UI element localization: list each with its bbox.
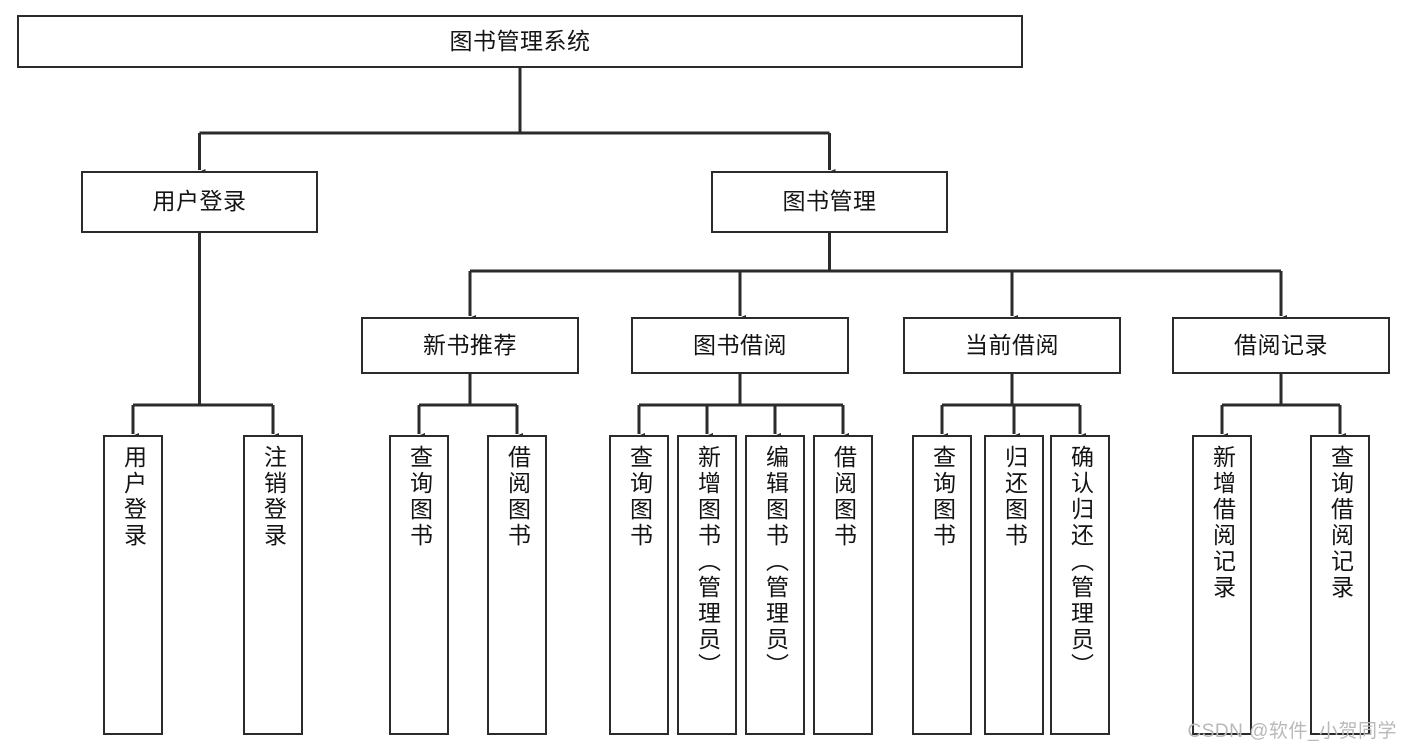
node-label: 新书推荐 [423, 331, 517, 358]
node-l1-login[interactable]: 用户登录 [81, 171, 318, 233]
node-l3-c1[interactable]: 查询图书 [609, 435, 669, 735]
node-l3-c3[interactable]: 编辑图书（管理员） [745, 435, 805, 735]
node-l3-b2[interactable]: 借阅图书 [487, 435, 547, 735]
node-label: 借阅图书 [830, 445, 857, 549]
node-label: 借阅记录 [1234, 331, 1328, 358]
node-l3-d1[interactable]: 查询图书 [912, 435, 972, 735]
node-l3-a1[interactable]: 用户登录 [103, 435, 163, 735]
node-l2-newbook[interactable]: 新书推荐 [361, 317, 579, 374]
node-l2-current[interactable]: 当前借阅 [903, 317, 1121, 374]
node-l1-bookmgmt[interactable]: 图书管理 [711, 171, 948, 233]
node-label: 图书借阅 [693, 331, 787, 358]
node-label: 新增借阅记录 [1209, 445, 1236, 601]
node-label: 用户登录 [120, 445, 147, 549]
node-l3-b1[interactable]: 查询图书 [389, 435, 449, 735]
node-l2-borrow[interactable]: 图书借阅 [631, 317, 849, 374]
node-label: 图书管理 [782, 188, 877, 215]
node-l3-e1[interactable]: 新增借阅记录 [1192, 435, 1252, 735]
node-label: 确认归还（管理员） [1067, 445, 1094, 679]
node-label: 图书管理系统 [449, 27, 591, 54]
node-label: 新增图书（管理员） [694, 445, 721, 679]
node-l3-c2[interactable]: 新增图书（管理员） [677, 435, 737, 735]
node-l3-c4[interactable]: 借阅图书 [813, 435, 873, 735]
node-label: 当前借阅 [965, 331, 1059, 358]
node-l3-a2[interactable]: 注销登录 [243, 435, 303, 735]
node-l3-d2[interactable]: 归还图书 [984, 435, 1044, 735]
node-label: 用户登录 [152, 188, 247, 215]
node-label: 编辑图书（管理员） [762, 445, 789, 679]
node-label: 查询借阅记录 [1327, 445, 1354, 601]
node-label: 查询图书 [929, 445, 956, 549]
node-root[interactable]: 图书管理系统 [17, 15, 1023, 68]
node-label: 查询图书 [626, 445, 653, 549]
node-label: 借阅图书 [504, 445, 531, 549]
node-label: 归还图书 [1001, 445, 1028, 549]
node-l3-e2[interactable]: 查询借阅记录 [1310, 435, 1370, 735]
node-l3-d3[interactable]: 确认归还（管理员） [1050, 435, 1110, 735]
node-l2-record[interactable]: 借阅记录 [1172, 317, 1390, 374]
node-label: 注销登录 [260, 445, 287, 549]
node-label: 查询图书 [406, 445, 433, 549]
